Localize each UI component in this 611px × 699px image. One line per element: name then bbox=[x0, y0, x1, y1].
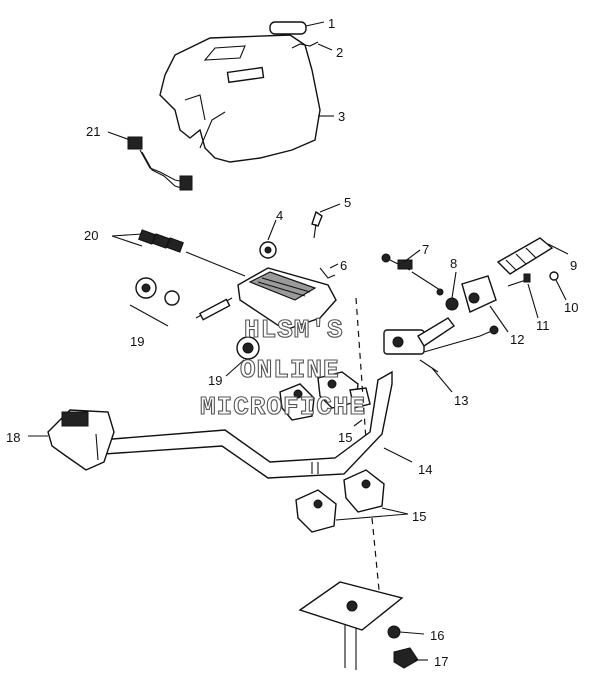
callout-4: 4 bbox=[276, 208, 283, 223]
thumb-switch bbox=[47, 409, 115, 471]
throttle-cable bbox=[381, 253, 444, 296]
throttle-screw bbox=[507, 273, 531, 287]
hand-grip bbox=[496, 237, 554, 275]
callout-19-left: 19 bbox=[130, 334, 144, 349]
throttle-housing bbox=[461, 275, 497, 313]
screw-cap bbox=[549, 271, 559, 281]
callout-15-upper: 15 bbox=[338, 430, 352, 445]
callout-3: 3 bbox=[338, 109, 345, 124]
switch-knob bbox=[135, 277, 233, 321]
callout-18: 18 bbox=[6, 430, 20, 445]
switch-housing bbox=[237, 267, 337, 331]
switch-pads bbox=[138, 229, 184, 253]
clamp-upper bbox=[279, 371, 371, 421]
callout-13: 13 bbox=[454, 393, 468, 408]
watermark-line-1: HLSM'S bbox=[244, 315, 344, 345]
callout-16: 16 bbox=[430, 628, 444, 643]
callout-20: 20 bbox=[84, 228, 98, 243]
mounting-plate bbox=[298, 581, 404, 670]
callout-15-lower: 15 bbox=[412, 509, 426, 524]
callout-6: 6 bbox=[340, 258, 347, 273]
callout-19-mid: 19 bbox=[208, 373, 222, 388]
callout-9: 9 bbox=[570, 258, 577, 273]
callout-17: 17 bbox=[434, 654, 448, 669]
wire-harness bbox=[127, 136, 193, 191]
callout-11: 11 bbox=[536, 318, 550, 333]
callout-7: 7 bbox=[422, 242, 429, 257]
callout-14: 14 bbox=[418, 462, 432, 477]
callout-21: 21 bbox=[86, 124, 100, 139]
cover-plug bbox=[269, 21, 307, 35]
callout-10: 10 bbox=[564, 300, 578, 315]
callout-5: 5 bbox=[344, 195, 351, 210]
brake-lever bbox=[383, 317, 499, 373]
handlebar bbox=[99, 370, 393, 479]
leader-lines bbox=[28, 21, 569, 661]
lock-nut bbox=[387, 625, 401, 639]
switch-knob-lower bbox=[236, 336, 260, 360]
callout-2: 2 bbox=[336, 45, 343, 60]
clamp-lower bbox=[295, 469, 385, 533]
handlebar-cover bbox=[159, 34, 321, 163]
nut bbox=[445, 297, 459, 311]
callout-8: 8 bbox=[450, 256, 457, 271]
housing-screw bbox=[311, 210, 323, 239]
watermark-line-3: MICROFICHE bbox=[200, 392, 366, 422]
clamp-nut bbox=[393, 647, 419, 669]
callout-1: 1 bbox=[328, 16, 335, 31]
callout-12: 12 bbox=[510, 332, 524, 347]
watermark-line-2: ONLINE bbox=[240, 355, 340, 385]
cover-cable bbox=[291, 41, 319, 49]
